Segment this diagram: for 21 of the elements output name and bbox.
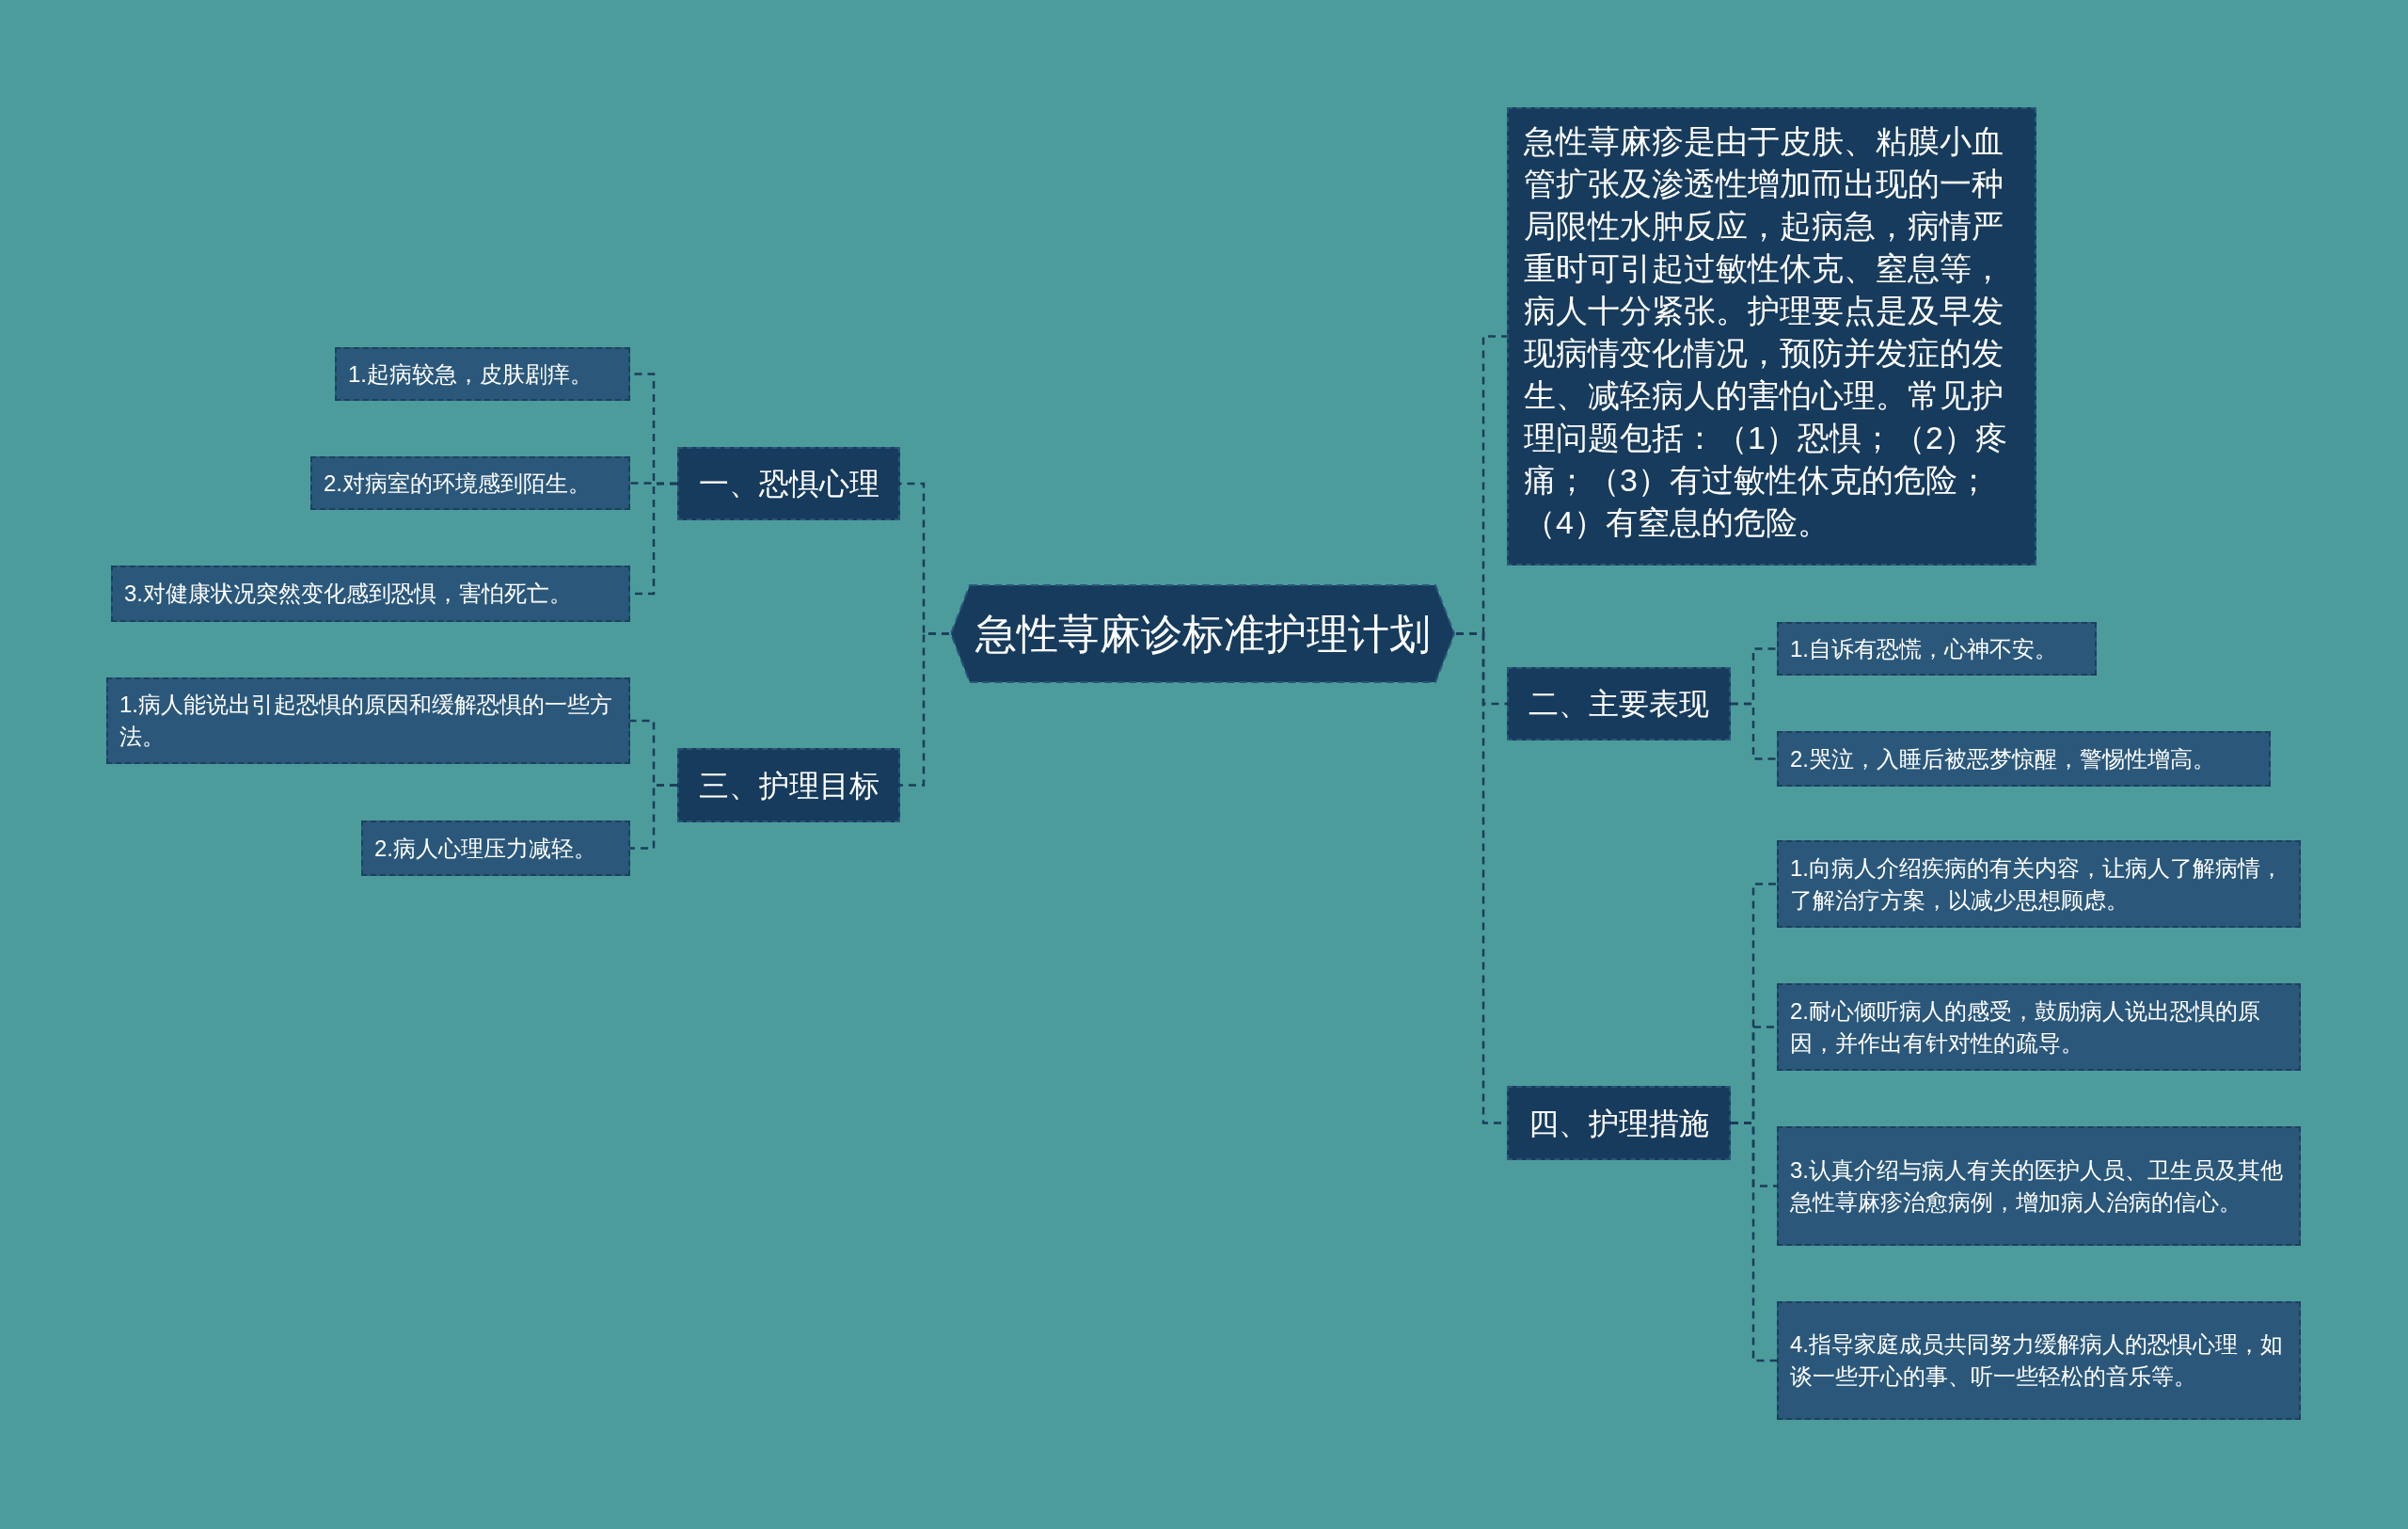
connector-line [630,784,677,850]
central-topic: 急性荨麻诊标准护理计划 [949,583,1456,684]
subtopic-box: 1.起病较急，皮肤剧痒。 [335,347,630,401]
description-box: 急性荨麻疹是由于皮肤、粘膜小血管扩张及渗透性增加而出现的一种局限性水肿反应，起病急，病情严重时可引起过敏性休克、窒息等，病人十分紧张。护理要点是及早发现病情变化情况，预防并发症的发生、减轻病人的害怕心理。常见护理问题包括：（1）恐惧；（2）疼痛；（3）有过敏性休克的危险；（4）有窒息的危险。 [1507,107,2036,565]
subtopic-box: 2.病人心理压力减轻。 [361,820,630,876]
connector-line [900,632,949,787]
connector-line [1731,702,1777,760]
branch-topic: 一、恐惧心理 [677,447,900,520]
branch-topic: 三、护理目标 [677,748,900,822]
branch-topic: 二、主要表现 [1507,667,1731,741]
subtopic-box: 2.耐心倾听病人的感受，鼓励病人说出恐惧的原因，并作出有针对性的疏导。 [1777,983,2301,1071]
branch-topic: 四、护理措施 [1507,1086,1731,1160]
subtopic-box: 1.病人能说出引起恐惧的原因和缓解恐惧的一些方法。 [106,677,630,764]
subtopic-box: 3.对健康状况突然变化感到恐惧，害怕死亡。 [111,565,630,622]
subtopic-box: 1.向病人介绍疾病的有关内容，让病人了解病情，了解治疗方案，以减少思想顾虑。 [1777,840,2301,928]
subtopic-box: 3.认真介绍与病人有关的医护人员、卫生员及其他急性荨麻疹治愈病例，增加病人治病的信心。 [1777,1126,2301,1246]
connector-line [1731,1122,1777,1362]
subtopic-box: 2.对病室的环境感到陌生。 [310,456,630,510]
subtopic-box: 2.哭泣，入睡后被恶梦惊醒，警惕性增高。 [1777,731,2271,787]
subtopic-box: 4.指导家庭成员共同努力缓解病人的恐惧心理，如谈一些开心的事、听一些轻松的音乐等。 [1777,1301,2301,1420]
subtopic-box: 1.自诉有恐慌，心神不安。 [1777,622,2097,676]
